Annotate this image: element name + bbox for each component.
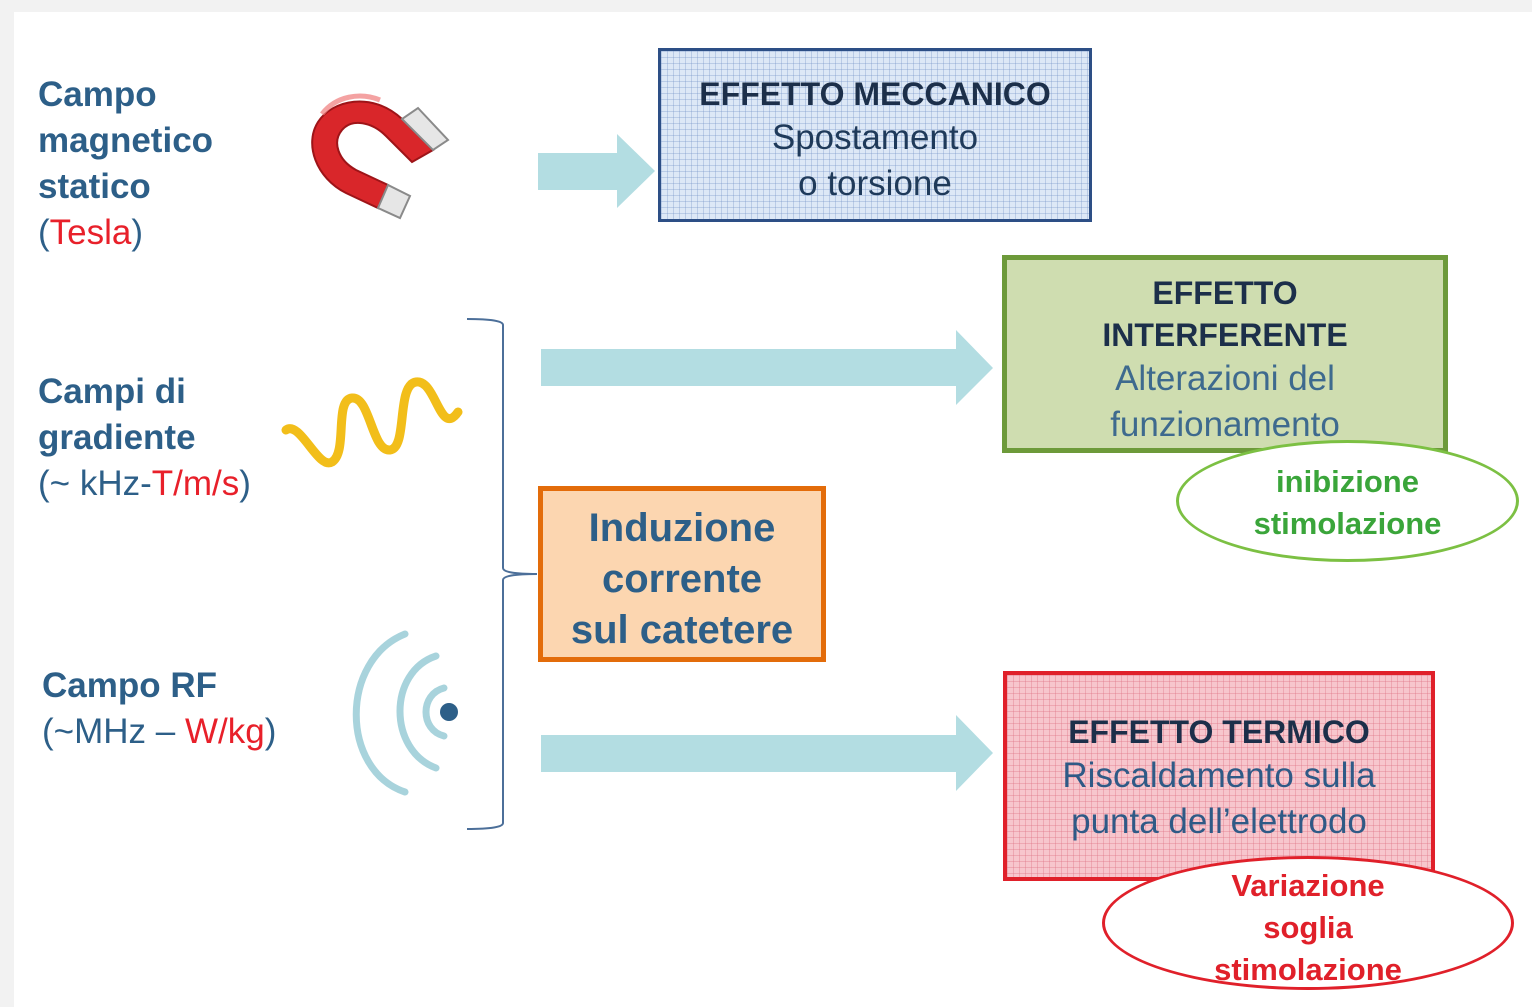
source-title-line: gradiente <box>38 418 196 457</box>
note-thermal-ellipse: Variazione soglia stimolazione <box>1102 856 1514 990</box>
effect-mechanical-box: EFFETTO MECCANICO Spostamento o torsione <box>658 48 1092 222</box>
grouping-bracket <box>466 318 538 830</box>
arrow-mechanical <box>538 134 655 208</box>
source-unit: (Tesla) <box>38 213 144 252</box>
induction-line: sul catetere <box>570 608 794 652</box>
effect-title: EFFETTO TERMICO <box>1068 714 1370 750</box>
effect-interference-box: EFFETTO INTERFERENTE Alterazioni del fun… <box>1002 255 1448 453</box>
source-unit: (~MHz – W/kg) <box>42 712 277 751</box>
radio-waves-icon <box>352 630 458 796</box>
source-title-line: statico <box>38 167 151 206</box>
induction-box: Induzione corrente sul catetere <box>538 486 826 662</box>
source-title-line: Campi di <box>38 372 186 411</box>
effect-title: EFFETTO <box>1152 275 1298 311</box>
effect-body-line: funzionamento <box>1110 405 1340 444</box>
source-unit: (~ kHz-T/m/s) <box>38 464 251 503</box>
effect-body-line: punta dell’elettrodo <box>1071 802 1367 841</box>
effect-body-line: Riscaldamento sulla <box>1062 756 1376 795</box>
sine-wave-icon <box>281 377 463 468</box>
source-title-line: magnetico <box>38 121 214 160</box>
effect-title: INTERFERENTE <box>1102 317 1348 353</box>
note-line: inibizione <box>1276 464 1419 499</box>
effect-thermal-box: EFFETTO TERMICO Riscaldamento sulla punt… <box>1003 671 1435 881</box>
effect-body-line: o torsione <box>798 164 952 203</box>
source-title-line: Campo <box>38 75 157 114</box>
source-title-line: Campo RF <box>42 666 217 705</box>
effect-title: EFFETTO MECCANICO <box>699 76 1051 112</box>
magnet-icon <box>311 93 450 220</box>
note-line: Variazione <box>1231 868 1385 903</box>
effect-body-line: Spostamento <box>771 118 979 157</box>
arrow-thermal <box>541 715 993 791</box>
induction-line: Induzione <box>588 506 776 550</box>
note-line: soglia <box>1263 910 1353 945</box>
induction-line: corrente <box>601 557 763 601</box>
source-static-field: Campo magnetico statico (Tesla) <box>38 72 213 256</box>
note-interference-ellipse: inibizione stimolazione <box>1176 440 1519 562</box>
source-rf-field: Campo RF (~MHz – W/kg) <box>42 663 276 755</box>
note-line: stimolazione <box>1253 506 1442 541</box>
note-line: stimolazione <box>1214 952 1402 987</box>
effect-body-line: Alterazioni del <box>1115 359 1335 398</box>
arrow-interference <box>541 330 993 405</box>
source-gradient-field: Campi di gradiente (~ kHz-T/m/s) <box>38 369 251 507</box>
